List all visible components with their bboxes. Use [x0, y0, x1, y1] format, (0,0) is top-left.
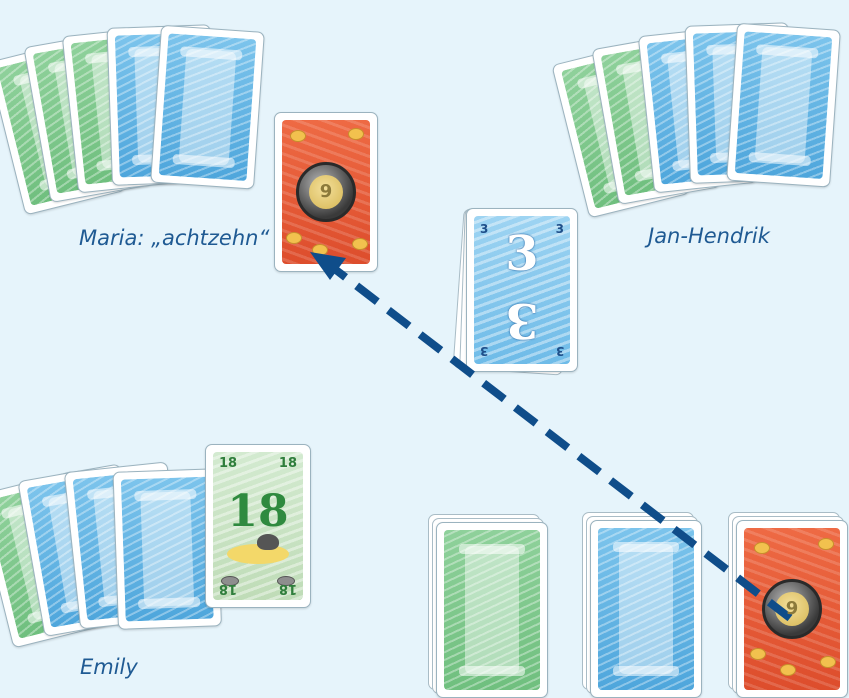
island-icon: [227, 534, 289, 564]
card-back-green[interactable]: [436, 522, 548, 698]
card-back-blue[interactable]: [590, 520, 702, 698]
coin-icon: [277, 576, 295, 586]
number-card-3[interactable]: 3 3 3 3 3 3: [466, 208, 578, 372]
card-value: 3: [505, 226, 539, 282]
coin-card[interactable]: 9: [736, 520, 848, 698]
corner-value: 18: [278, 456, 297, 471]
coin-icon: [296, 162, 356, 222]
coin-glyph: 9: [319, 181, 333, 202]
number-card-18[interactable]: 18 18 18 18 18: [205, 444, 311, 608]
player-label-emily: Emily: [80, 655, 138, 679]
card-value: 18: [227, 486, 289, 537]
coin-glyph: 9: [785, 598, 799, 619]
coin-icon: [221, 576, 239, 586]
played-coin-card[interactable]: 9: [274, 112, 378, 272]
player-label-jan-hendrik: Jan-Hendrik: [648, 224, 770, 248]
player-label-maria: Maria: „achtzehn“: [79, 226, 270, 250]
corner-value: 18: [219, 456, 238, 471]
corner-value: 3: [480, 222, 489, 236]
corner-value: 3: [555, 222, 564, 236]
